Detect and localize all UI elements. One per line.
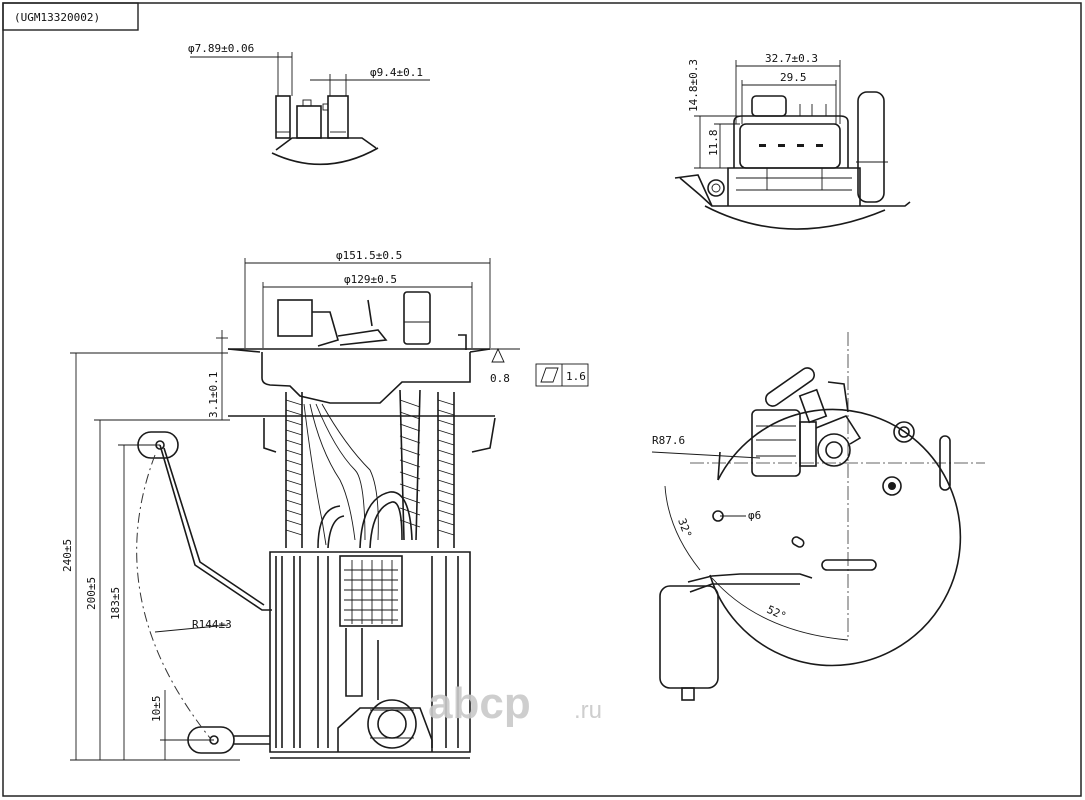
dim-flatness-value: 0.8 (490, 372, 510, 385)
dim-connector-width-outer: 32.7±0.3 (765, 52, 818, 65)
dim-angle-1: 32° (675, 517, 694, 540)
reservoir-body (269, 551, 471, 759)
part-code-label: (UGM13320002) (14, 11, 100, 24)
part-code-box: (UGM13320002) (2, 2, 139, 31)
dim-connector-width-inner: 29.5 (780, 71, 807, 84)
watermark-suffix: .ru (574, 697, 602, 724)
wiring-harness (303, 403, 413, 549)
pump-module-plan-view: R87.6 φ6 32° 52° (651, 332, 985, 701)
dim-height-total: 240±5 (61, 539, 74, 572)
dim-pipe-dia-2: φ9.4±0.1 (370, 66, 423, 79)
dim-height-4: 10±5 (150, 696, 163, 723)
dim-float-arm-radius: R144±3 (192, 618, 232, 631)
top-connector-view: φ7.89±0.06 φ9.4±0.1 (188, 42, 430, 166)
dim-flatness-tol: 1.6 (566, 370, 586, 383)
dim-connector-height-inner: 11.8 (707, 130, 720, 157)
electrical-connector-view: 32.7±0.3 29.5 14.8±0.3 11.8 (674, 52, 911, 230)
dim-top-radius: R87.6 (652, 434, 685, 447)
guide-springs (285, 389, 455, 548)
dim-height-2: 200±5 (85, 577, 98, 610)
dim-flange-inner: φ129±0.5 (344, 273, 397, 286)
pump-module-side-view: φ151.5±0.5 φ129±0.5 0.8 1.6 3.1±0.1 (61, 249, 589, 761)
dim-hole-dia: φ6 (748, 509, 761, 522)
dim-height-3: 183±5 (109, 587, 122, 620)
float-arm: R144±3 (136, 431, 272, 754)
dim-flange-outer: φ151.5±0.5 (336, 249, 402, 262)
watermark-brand: abcp (428, 679, 531, 728)
dim-connector-height-outer: 14.8±0.3 (687, 59, 700, 112)
height-dimensions: 240±5 200±5 183±5 10±5 (61, 353, 240, 761)
dim-flange-step: 3.1±0.1 (207, 372, 220, 418)
dim-pipe-dia-1: φ7.89±0.06 (188, 42, 254, 55)
watermark: abcp .ru (428, 679, 602, 728)
